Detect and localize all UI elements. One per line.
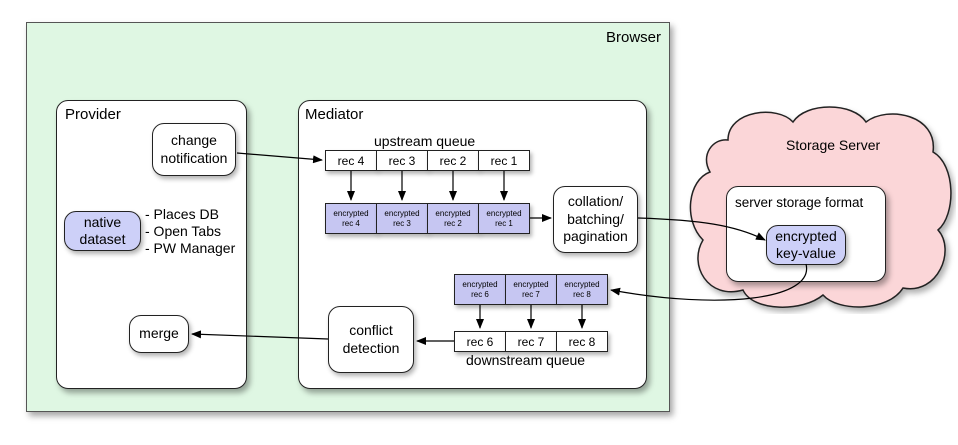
downstream-encrypted-rec-6: encrypted rec 6: [454, 274, 506, 305]
conflict-detection-node: conflict detection: [328, 306, 414, 373]
downstream-encrypted-rec-8: encrypted rec 8: [556, 274, 608, 305]
provider-label: Provider: [65, 106, 121, 123]
upstream-encrypted-rec-2: encrypted rec 2: [427, 203, 479, 234]
server-storage-format-label: server storage format: [735, 195, 864, 210]
upstream-rec-1: rec 1: [478, 150, 530, 171]
collation-batching-pagination-node: collation/ batching/ pagination: [553, 186, 638, 253]
mediator-label: Mediator: [305, 106, 364, 123]
arrow-change-to-upstream: [236, 152, 323, 164]
arrow-collation-to-server: [637, 217, 766, 241]
browser-label: Browser: [605, 29, 661, 46]
dataset-item-tabs: - Open Tabs: [145, 223, 222, 239]
merge-node: merge: [129, 315, 189, 353]
downstream-queue-label: downstream queue: [466, 352, 586, 368]
dataset-list: - Places DB - Open Tabs - PW Manager: [145, 206, 235, 257]
upstream-rec-3: rec 3: [376, 150, 428, 171]
arrow-conflict-to-merge: [191, 330, 329, 340]
upstream-encrypted-rec-3: encrypted rec 3: [376, 203, 428, 234]
upstream-rec-2: rec 2: [427, 150, 479, 171]
downstream-encrypted-rec-7: encrypted rec 7: [505, 274, 557, 305]
dataset-item-passwords: - PW Manager: [145, 240, 236, 256]
arrow-server-to-downstream: [610, 263, 808, 301]
change-notification-node: change notification: [152, 123, 236, 176]
upstream-encrypted-rec-4: encrypted rec 4: [325, 203, 377, 234]
dataset-item-places: - Places DB: [145, 206, 219, 222]
native-dataset-node: native dataset: [64, 211, 141, 251]
downstream-rec-8: rec 8: [556, 331, 608, 352]
downstream-rec-7: rec 7: [505, 331, 557, 352]
storage-server-label: Storage Server: [786, 137, 881, 153]
upstream-queue-label: upstream queue: [374, 133, 476, 149]
upstream-encrypted-rec-1: encrypted rec 1: [478, 203, 530, 234]
